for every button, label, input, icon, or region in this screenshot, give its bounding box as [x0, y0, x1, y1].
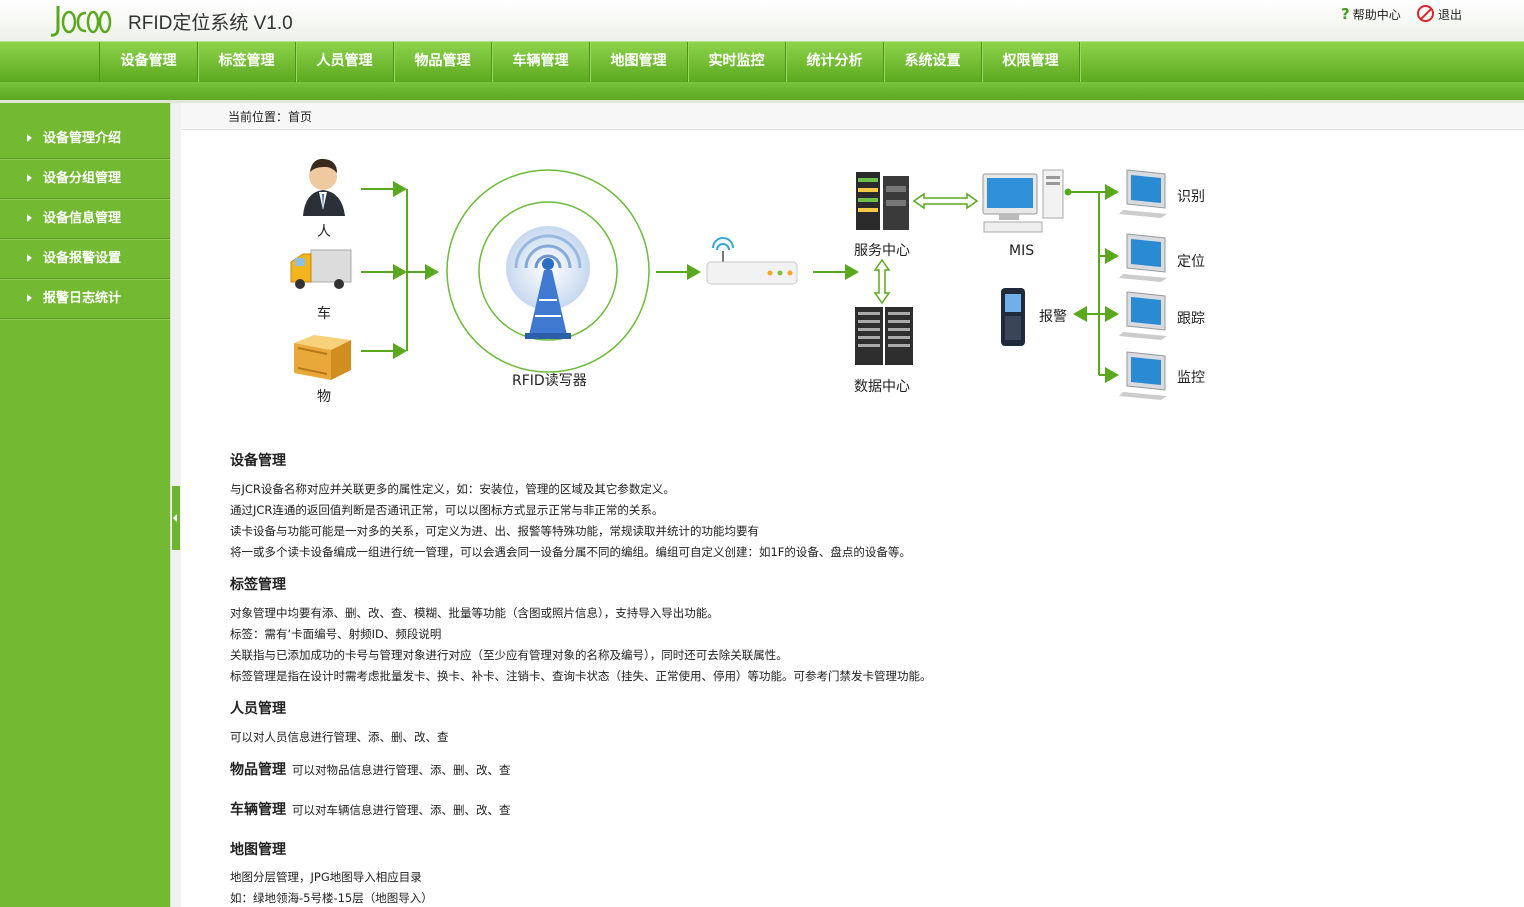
help-center-link[interactable]: ?帮助中心 — [1341, 5, 1401, 23]
input-arrows — [361, 181, 439, 359]
text-line: 将一或多个读卡设备编成一组进行统一管理，可以会遇会同一设备分属不同的编组。编组可… — [230, 545, 911, 559]
label-goods: 物 — [317, 389, 331, 405]
monitor-monitor-icon — [1119, 351, 1167, 400]
sidebar-item-device-intro[interactable]: 设备管理介绍 — [0, 119, 170, 159]
label-rfid-reader: RFID读写器 — [512, 373, 587, 389]
nav-realtime[interactable]: 实时监控 — [688, 42, 786, 83]
sidebar-collapse-handle[interactable] — [172, 486, 180, 550]
caret-right-icon — [27, 254, 32, 262]
text-line: 读卡设备与功能可能是一对多的关系，可定义为进、出、报警等特殊功能，常规读取并统计… — [230, 524, 759, 538]
text-line: 标签：需有‘卡面编号、射频ID、频段说明 — [230, 627, 442, 641]
text-line: 通过JCR连通的返回值判断是否通讯正常，可以以图标方式显示正常与非正常的关系。 — [230, 503, 664, 517]
diagram-svg — [290, 158, 1167, 400]
text-line: 与JCR设备名称对应并关联更多的属性定义，如：安装位，管理的区域及其它参数定义。 — [230, 482, 675, 496]
label-vehicle: 车 — [317, 306, 331, 322]
sidebar-menu: 设备管理介绍 设备分组管理 设备信息管理 设备报警设置 报警日志统计 — [0, 119, 170, 319]
text-line: 可以对人员信息进行管理、添、删、改、查 — [230, 730, 449, 744]
phone-icon — [1001, 288, 1025, 346]
help-label: 帮助中心 — [1352, 8, 1401, 22]
monitor-locate-icon — [1119, 233, 1167, 282]
sidebar-item-device-group[interactable]: 设备分组管理 — [0, 159, 170, 199]
section-title-goods: 物品管理 — [230, 762, 286, 778]
sidebar-item-label: 设备信息管理 — [43, 211, 122, 226]
label-locate: 定位 — [1177, 254, 1205, 270]
nav-person[interactable]: 人员管理 — [296, 42, 394, 83]
monitor-identify-icon — [1119, 169, 1167, 218]
label-identify: 识别 — [1177, 189, 1205, 205]
rfid-reader-icon — [446, 169, 650, 373]
server-mis-link — [912, 192, 979, 210]
mis-computer-icon — [982, 169, 1064, 233]
label-mis: MIS — [1009, 243, 1035, 259]
text-line: 关联指与已添加成功的卡号与管理对象进行对应（至少应有管理对象的名称及编号），同时… — [230, 648, 788, 662]
caret-right-icon — [27, 134, 32, 142]
caret-right-icon — [27, 174, 32, 182]
server-datacenter-link — [873, 258, 891, 305]
nav-tag[interactable]: 标签管理 — [198, 42, 296, 83]
output-arrows — [1064, 184, 1119, 383]
monitor-track-icon — [1119, 291, 1167, 340]
label-data-center: 数据中心 — [854, 379, 910, 395]
sidebar-item-alarm-settings[interactable]: 设备报警设置 — [0, 239, 170, 279]
section-vehicle: 车辆管理可以对车辆信息进行管理、添、删、改、查 — [230, 799, 511, 819]
truck-icon — [290, 249, 352, 289]
person-icon — [303, 158, 345, 216]
nav-statistics[interactable]: 统计分析 — [786, 42, 884, 83]
sidebar-item-alarm-log[interactable]: 报警日志统计 — [0, 279, 170, 319]
sidebar-item-label: 设备报警设置 — [43, 251, 122, 266]
nav-map[interactable]: 地图管理 — [590, 42, 688, 83]
sub-nav-bar — [0, 82, 1524, 100]
main-nav-list: 设备管理 标签管理 人员管理 物品管理 车辆管理 地图管理 实时监控 统计分析 … — [99, 42, 1080, 83]
data-server-icon — [855, 307, 913, 365]
service-server-icon — [856, 172, 909, 230]
logout-link[interactable]: 退出 — [1417, 5, 1462, 23]
section-title-vehicle: 车辆管理 — [230, 802, 286, 818]
text-line: 地图分层管理，JPG地图导入相应目录 — [230, 870, 422, 884]
sidebar-item-label: 设备管理介绍 — [43, 131, 122, 146]
router-icon — [706, 237, 798, 285]
breadcrumb: 当前位置：首页 — [228, 110, 313, 124]
caret-right-icon — [27, 214, 32, 222]
label-track: 跟踪 — [1177, 311, 1205, 327]
nav-vehicle[interactable]: 车辆管理 — [492, 42, 590, 83]
sidebar-item-label: 设备分组管理 — [43, 171, 122, 186]
box-icon — [294, 335, 351, 380]
logout-label: 退出 — [1438, 8, 1463, 22]
jocoo-logo — [50, 6, 112, 37]
system-diagram: 人 车 物 RFID读写器 服务中心 数据中心 MIS 报警 识别 定位 跟踪 … — [181, 130, 1524, 430]
nav-device[interactable]: 设备管理 — [99, 42, 198, 83]
section-goods: 物品管理可以对物品信息进行管理、添、删、改、查 — [230, 759, 511, 779]
text-line: 如：绿地领海-5号楼-15层（地图导入） — [230, 891, 433, 905]
section-title-tag: 标签管理 — [230, 577, 286, 593]
label-alarm: 报警 — [1039, 309, 1067, 325]
main-nav: 设备管理 标签管理 人员管理 物品管理 车辆管理 地图管理 实时监控 统计分析 … — [0, 41, 1524, 83]
section-desc-goods: 可以对物品信息进行管理、添、删、改、查 — [292, 763, 511, 777]
section-title-map: 地图管理 — [230, 842, 286, 858]
sidebar-item-label: 报警日志统计 — [43, 291, 122, 306]
app-title: RFID定位系统 V1.0 — [128, 13, 293, 34]
section-title-person: 人员管理 — [230, 701, 286, 717]
nav-settings[interactable]: 系统设置 — [884, 42, 982, 83]
section-desc-vehicle: 可以对车辆信息进行管理、添、删、改、查 — [292, 803, 511, 817]
caret-right-icon — [27, 294, 32, 302]
divider — [0, 100, 1524, 103]
text-line: 标签管理是指在设计时需考虑批量发卡、换卡、补卡、注销卡、查询卡状态（挂失、正常使… — [230, 669, 932, 683]
breadcrumb-bar: 当前位置：首页 — [181, 103, 1524, 130]
sidebar: 设备管理介绍 设备分组管理 设备信息管理 设备报警设置 报警日志统计 — [0, 103, 170, 907]
top-header: RFID定位系统 V1.0 ?帮助中心 退出 — [0, 0, 1524, 41]
nav-goods[interactable]: 物品管理 — [394, 42, 492, 83]
label-service-center: 服务中心 — [854, 243, 910, 259]
label-person: 人 — [317, 224, 331, 240]
label-monitor: 监控 — [1177, 370, 1205, 386]
nav-permissions[interactable]: 权限管理 — [982, 42, 1080, 83]
section-title-device: 设备管理 — [230, 453, 286, 469]
text-line: 对象管理中均要有添、删、改、查、模糊、批量等功能（含图或照片信息），支持导入导出… — [230, 606, 719, 620]
logout-icon — [1417, 5, 1434, 22]
question-icon: ? — [1341, 5, 1350, 23]
sidebar-item-device-info[interactable]: 设备信息管理 — [0, 199, 170, 239]
